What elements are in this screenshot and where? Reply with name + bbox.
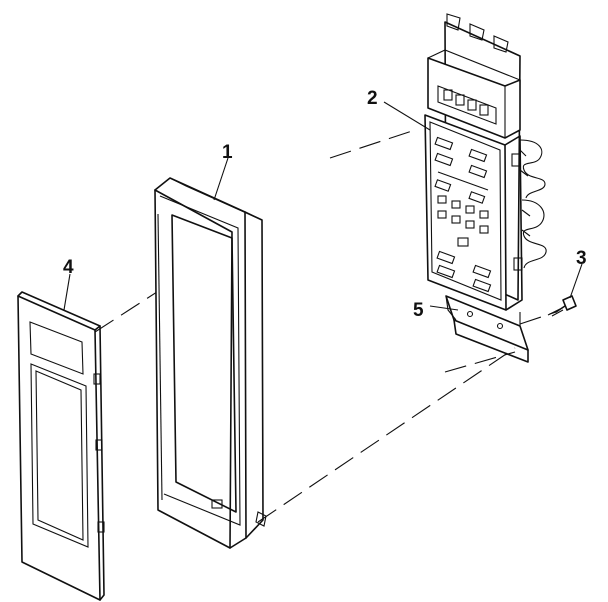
control-panel (424, 13, 547, 311)
callout-part-4: 4 (63, 257, 74, 278)
leader-lines (63, 101, 583, 311)
display-digits (443, 89, 489, 116)
door-panel (17, 291, 105, 601)
frame (154, 177, 267, 549)
wire-harness (511, 139, 547, 271)
callout-part-5: 5 (413, 300, 424, 321)
callout-part-2: 2 (367, 88, 378, 109)
mounting-bracket (445, 295, 529, 363)
screw (547, 295, 577, 317)
callout-part-1: 1 (222, 142, 233, 163)
keypad-buttons (434, 136, 492, 293)
callout-part-3: 3 (576, 248, 587, 269)
